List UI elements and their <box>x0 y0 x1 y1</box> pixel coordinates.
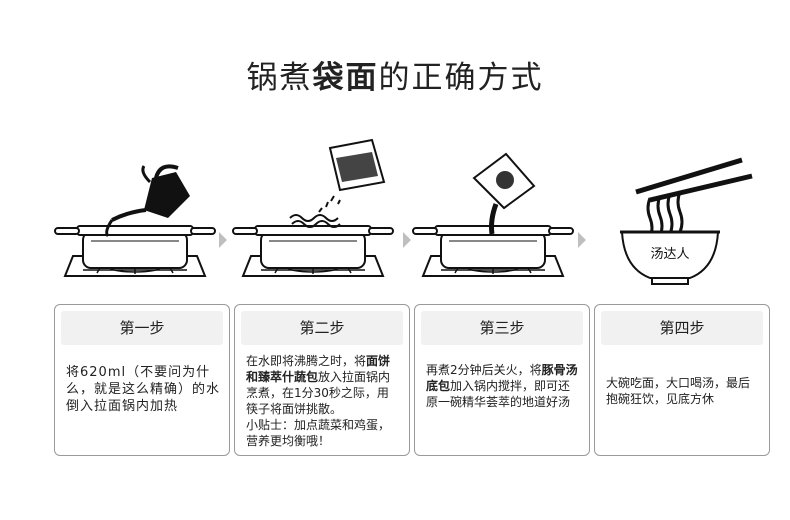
soup-packet-icon <box>472 152 536 235</box>
arrow-right-icon <box>219 232 227 248</box>
step-card-4: 第四步 大碗吃面，大口喝汤，最后抱碗狂饮，见底方休 <box>594 304 770 456</box>
step-text: 大碗吃面，大口喝汤，最后抱碗狂饮，见底方休 <box>606 376 751 406</box>
arrow-right-icon <box>403 232 411 248</box>
step-text: 再煮2分钟后关火，将豚骨汤底包加入锅内搅拌，即可还原一碗精华荟萃的地道好汤 <box>426 362 580 410</box>
title-part2: 的正确方式 <box>378 60 544 96</box>
title-bold: 袋面 <box>312 60 379 96</box>
chopsticks-icon <box>635 157 753 239</box>
step-text-b: 放入拉面锅内烹煮，在1分30秒之际，用筷子将面饼挑散。 <box>246 370 391 416</box>
bowl-brand-text: 汤达人 <box>650 247 689 262</box>
step-card-1: 第一步 将620ml（不要问为什么，就是这么精确）的水倒入拉面锅内加热 <box>54 304 230 456</box>
illustrations: 汤达人 <box>54 138 753 285</box>
step-text-bold: 面饼和臻萃什蔬包 <box>246 354 391 384</box>
title-part1: 锅煮 <box>246 60 313 96</box>
page-title: 锅煮袋面的正确方式 <box>0 52 790 97</box>
step-text-a: 在水即将沸腾之时，将 <box>246 354 367 368</box>
step-card-2: 第二步 在水即将沸腾之时，将面饼和臻萃什蔬包放入拉面锅内烹煮，在1分30秒之际，… <box>234 304 410 456</box>
arrow-right-icon <box>578 232 586 248</box>
step-text: 在水即将沸腾之时，将面饼和臻萃什蔬包放入拉面锅内烹煮，在1分30秒之际，用筷子将… <box>246 353 400 449</box>
step-label: 第三步 <box>421 311 583 345</box>
kettle-icon <box>105 164 190 238</box>
step-tip: 小贴士：加点蔬菜和鸡蛋，营养更均衡哦！ <box>246 418 391 448</box>
step-label: 第一步 <box>61 311 223 345</box>
step-label: 第四步 <box>601 311 763 345</box>
step-text-a: 再煮2分钟后关火，将 <box>426 363 542 377</box>
step-text-b: 加入锅内搅拌，即可还原一碗精华荟萃的地道好汤 <box>426 379 571 409</box>
noodle-packet-icon <box>289 138 386 228</box>
step-text-bold: 豚骨汤底包 <box>426 363 578 393</box>
step-label: 第二步 <box>241 311 403 345</box>
bowl-icon: 汤达人 <box>620 230 720 285</box>
step-card-3: 第三步 再煮2分钟后关火，将豚骨汤底包加入锅内搅拌，即可还原一碗精华荟萃的地道好… <box>414 304 590 456</box>
step-text: 将620ml（不要问为什么，就是这么精确）的水倒入拉面锅内加热 <box>66 365 221 414</box>
